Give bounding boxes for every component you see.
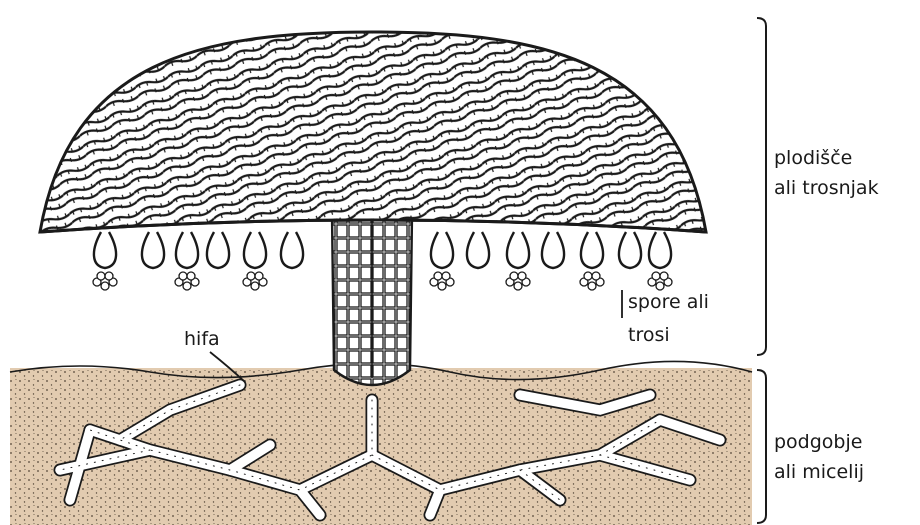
basidium-loop xyxy=(142,232,164,268)
basidium-loop xyxy=(581,232,603,268)
basidium-loop xyxy=(431,232,453,268)
basidium-loop xyxy=(244,232,266,268)
spore xyxy=(592,272,600,280)
basidium-loop xyxy=(207,232,229,268)
spore xyxy=(584,272,592,280)
basidium-loop xyxy=(281,232,303,268)
mycelium-label-line1: podgobje xyxy=(774,431,862,453)
spore xyxy=(255,272,263,280)
spore xyxy=(247,272,255,280)
spore xyxy=(97,272,105,280)
spore xyxy=(588,282,596,290)
mycelium-bracket xyxy=(757,370,766,523)
hypha-label: hifa xyxy=(184,328,220,350)
spore xyxy=(438,282,446,290)
spore xyxy=(179,272,187,280)
cap-label-line2: ali trosnjak xyxy=(774,177,879,199)
basidium-loop xyxy=(649,232,671,268)
cap xyxy=(40,32,706,232)
spore xyxy=(434,272,442,280)
spore xyxy=(656,282,664,290)
basidium-loop xyxy=(619,232,641,268)
basidium-loop xyxy=(176,232,198,268)
spore xyxy=(514,282,522,290)
spore xyxy=(251,282,259,290)
spore xyxy=(101,282,109,290)
brackets xyxy=(757,18,766,523)
spore xyxy=(660,272,668,280)
spore xyxy=(183,282,191,290)
stem xyxy=(332,215,412,385)
cap-bracket xyxy=(757,18,766,355)
spores-label-line2: trosi xyxy=(628,324,670,346)
spore xyxy=(510,272,518,280)
spore xyxy=(105,272,113,280)
spore xyxy=(187,272,195,280)
spore xyxy=(442,272,450,280)
cap-label-line1: plodišče xyxy=(774,147,852,169)
basidium-loop xyxy=(94,232,116,268)
spores-label-line1: spore ali xyxy=(628,291,709,313)
spore xyxy=(518,272,526,280)
basidium-loop xyxy=(467,232,489,268)
basidium-loop xyxy=(542,232,564,268)
basidium-loop xyxy=(507,232,529,268)
mycelium-label-line2: ali micelij xyxy=(774,461,864,483)
spore xyxy=(652,272,660,280)
